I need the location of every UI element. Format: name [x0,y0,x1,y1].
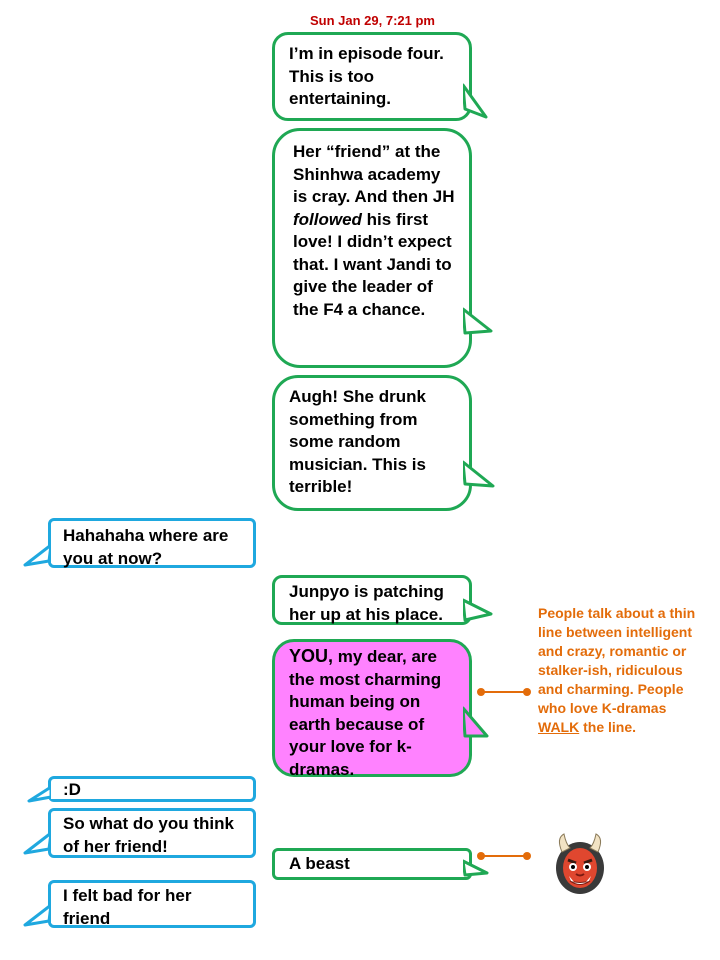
message-received: Hahahaha where are you at now? [23,518,256,568]
annotation-note: People talk about a thin line between in… [538,605,696,735]
message-received: I felt bad for her friend [23,880,256,928]
bubble-tail [459,857,489,877]
message-sent: A beast [272,848,489,880]
bubble-tail [23,829,55,855]
message-sent: Her “friend” at the Shinhwa academy is c… [272,128,493,368]
bubble-tail [459,79,488,119]
timestamp: Sun Jan 29, 7:21 pm [310,13,435,28]
emphasis-text: followed [293,209,362,229]
message-sent: Junpyo is patching her up at his place. [272,575,493,625]
message-sent: Augh! She drunk something from some rand… [272,375,495,511]
message-text: :D [63,780,81,799]
message-text: Junpyo is patching her up at his place. [289,582,444,624]
message-received: :D [27,776,256,803]
message-text: I felt bad for her friend [63,886,192,928]
bubble-tail [27,785,55,803]
emphasis-you: YOU, [289,646,334,666]
message-text: Her “friend” at the Shinhwa academy is c… [293,142,455,319]
bubble-tail [23,541,55,567]
bubble-tail [459,303,493,335]
message-text: Augh! She drunk something from some rand… [289,387,426,496]
message-text: YOU, my dear, are the most charming huma… [289,646,442,779]
message-sent: I’m in episode four. This is too enterta… [272,32,488,121]
message-received: So what do you think of her friend! [23,808,256,858]
message-text: So what do you think of her friend! [63,814,234,856]
bubble-tail [459,596,493,622]
underlined-walk: WALK [538,719,580,735]
ogre-face-icon [556,833,604,894]
bubble-tail [459,704,489,738]
message-text: Hahahaha where are you at now? [63,526,229,568]
bubble-tail [459,456,495,488]
message-text: I’m in episode four. This is too enterta… [289,44,444,108]
bubble-tail [23,901,55,927]
message-sent-highlighted: YOU, my dear, are the most charming huma… [272,639,489,779]
message-text: A beast [289,854,350,873]
